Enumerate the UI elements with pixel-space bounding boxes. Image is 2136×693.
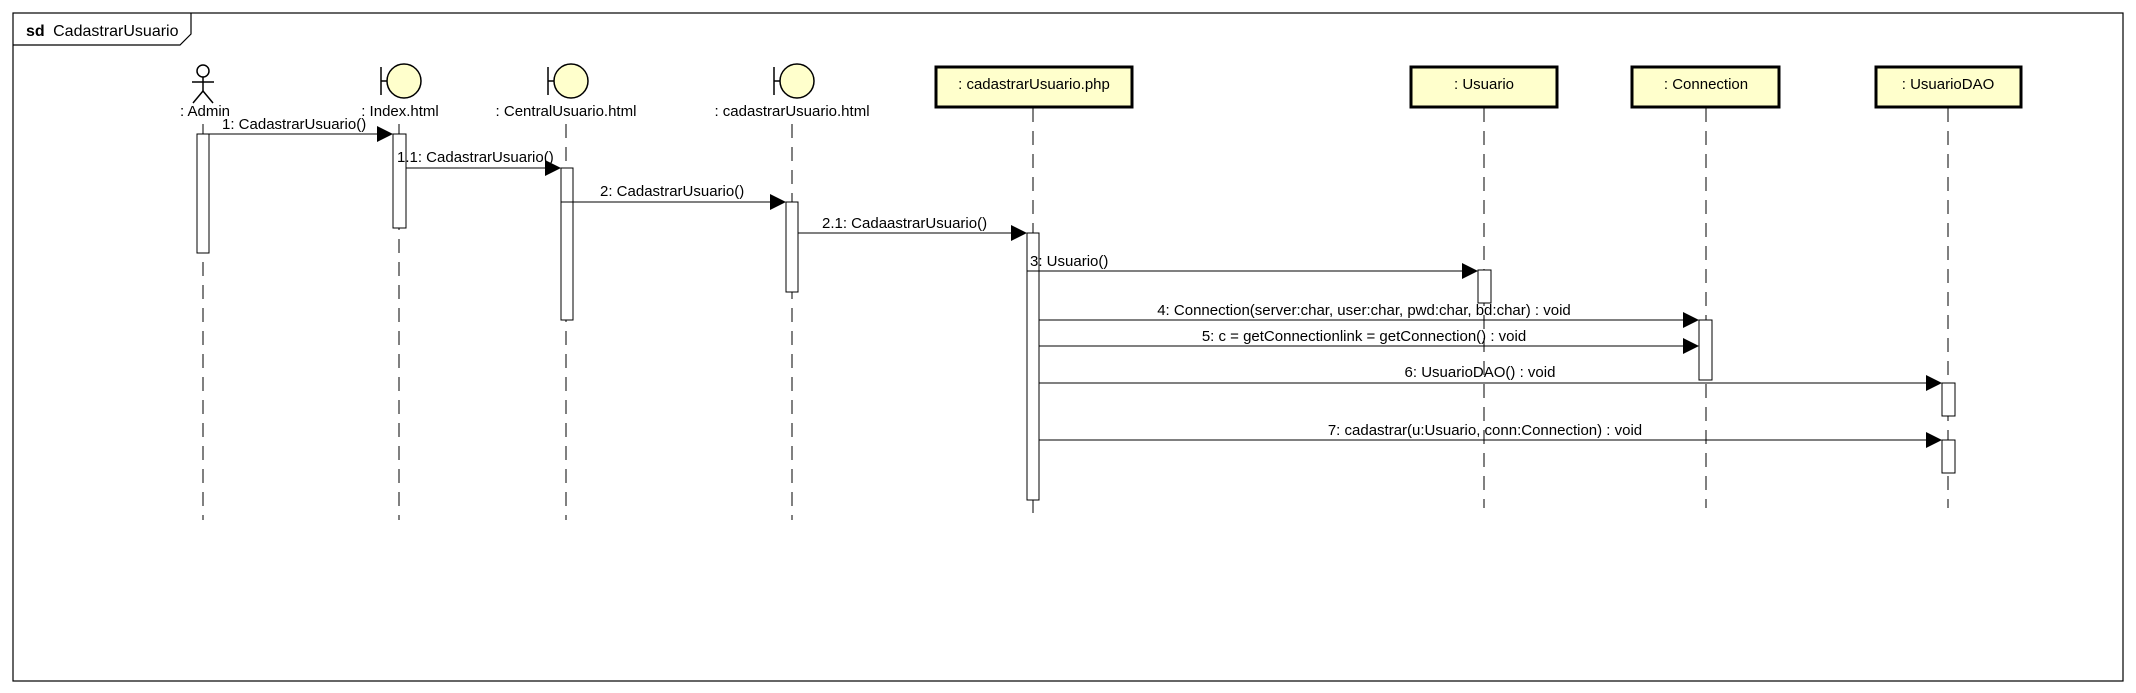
- lifeline-connection-head: : Connection: [1630, 65, 1781, 109]
- message-1-1-label: 1.1: CadastrarUsuario(): [397, 149, 554, 166]
- message-6-label: 6: UsuarioDAO() : void: [1405, 364, 1556, 381]
- lifeline-usuario-head: : Usuario: [1409, 65, 1559, 109]
- message-7-label: 7: cadastrar(u:Usuario, conn:Connection)…: [1328, 422, 1642, 439]
- boundary-icon-central: [547, 63, 589, 99]
- message-2-1: 2.1: CadaastrarUsuario(): [798, 215, 1027, 241]
- lifeline-central-label: : CentralUsuario.html: [496, 103, 637, 120]
- activation-usuario: [1477, 269, 1492, 304]
- message-5: 5: c = getConnectionlink = getConnection…: [1039, 328, 1699, 354]
- lifeline-index-label: : Index.html: [361, 103, 439, 120]
- activation-usuariodao-2: [1941, 439, 1956, 474]
- lifeline-usuario-label: : Usuario: [1454, 76, 1514, 93]
- message-6: 6: UsuarioDAO() : void: [1039, 364, 1942, 391]
- activation-index: [392, 133, 407, 229]
- frame-keyword: sd: [26, 23, 45, 40]
- frame-name: CadastrarUsuario: [53, 23, 178, 40]
- frame-title-tab: [13, 13, 192, 46]
- message-1-label: 1: CadastrarUsuario(): [222, 116, 366, 133]
- message-3-label: 3: Usuario(): [1030, 253, 1108, 270]
- message-1-1: 1.1: CadastrarUsuario(): [397, 149, 561, 176]
- message-3: 3: Usuario(): [1027, 253, 1478, 279]
- lifeline-admin-label: : Admin: [180, 103, 230, 120]
- message-4-label: 4: Connection(server:char, user:char, pw…: [1157, 302, 1571, 319]
- activation-cadhtml: [785, 201, 799, 293]
- actor-icon-head: [196, 64, 210, 78]
- message-5-label: 5: c = getConnectionlink = getConnection…: [1202, 328, 1526, 345]
- message-4: 4: Connection(server:char, user:char, pw…: [1039, 302, 1699, 328]
- message-2-1-label: 2.1: CadaastrarUsuario(): [822, 215, 987, 232]
- activation-admin: [196, 133, 210, 254]
- frame-title: sd CadastrarUsuario: [26, 23, 179, 40]
- message-1: 1: CadastrarUsuario(): [209, 116, 393, 142]
- activation-connection: [1698, 319, 1713, 381]
- diagram-frame: [12, 12, 2124, 682]
- actor-admin: [192, 64, 214, 104]
- lifeline-connection-label: : Connection: [1664, 76, 1748, 93]
- message-2-label: 2: CadastrarUsuario(): [600, 183, 744, 200]
- activation-central: [560, 167, 574, 321]
- lifeline-usuariodao-label: : UsuarioDAO: [1902, 76, 1995, 93]
- activation-cadphp-2: [1026, 270, 1040, 501]
- activation-bars: [196, 133, 1956, 501]
- lifeline-usuariodao-head: : UsuarioDAO: [1874, 65, 2023, 109]
- lifeline-cadhtml-label: : cadastrarUsuario.html: [714, 103, 869, 120]
- activation-usuariodao-1: [1941, 382, 1956, 417]
- lifeline-cadphp-label: : cadastrarUsuario.php: [958, 76, 1110, 93]
- lifeline-cadphp-head: : cadastrarUsuario.php: [934, 65, 1134, 109]
- boundary-icon-index: [380, 63, 422, 99]
- boundary-icon-cadhtml: [773, 63, 815, 99]
- message-2: 2: CadastrarUsuario(): [561, 183, 786, 210]
- message-7: 7: cadastrar(u:Usuario, conn:Connection)…: [1039, 422, 1942, 448]
